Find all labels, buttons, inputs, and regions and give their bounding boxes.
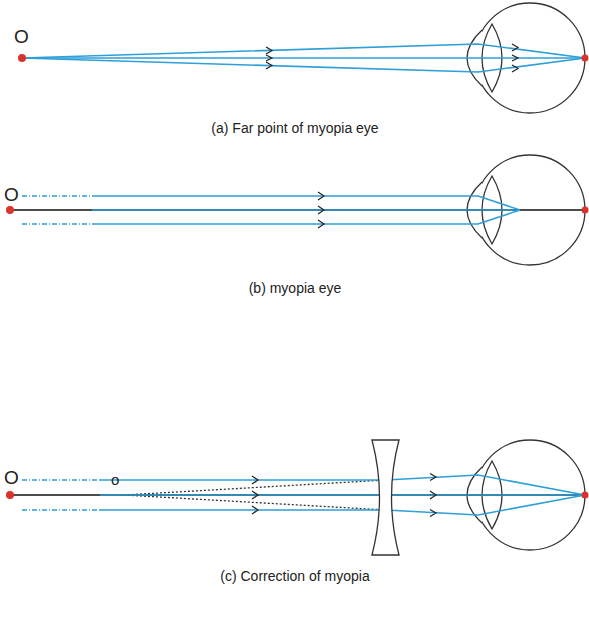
object-point bbox=[18, 54, 26, 62]
ray-extension bbox=[22, 509, 100, 511]
light-ray bbox=[92, 210, 520, 224]
light-ray bbox=[100, 494, 585, 496]
object-point bbox=[6, 206, 14, 214]
direction-arrow bbox=[512, 44, 518, 72]
panel-caption: (b) myopia eye bbox=[249, 280, 342, 296]
point-label: O bbox=[4, 184, 19, 206]
optical-axis bbox=[10, 209, 585, 211]
direction-arrow bbox=[266, 47, 272, 69]
optical-axis bbox=[10, 494, 585, 496]
panel-caption: (a) Far point of myopia eye bbox=[211, 120, 378, 136]
direction-arrow bbox=[318, 192, 324, 228]
light-ray bbox=[100, 475, 585, 495]
concave-lens bbox=[372, 440, 399, 555]
ray-extension bbox=[22, 195, 92, 197]
object-point bbox=[6, 491, 14, 499]
point-label: O bbox=[14, 26, 29, 48]
ray-extension bbox=[22, 479, 100, 481]
panel-caption: (c) Correction of myopia bbox=[220, 568, 369, 584]
retina-point bbox=[582, 55, 589, 62]
retina-point bbox=[582, 207, 589, 214]
retina-point bbox=[582, 492, 589, 499]
correction-panel bbox=[6, 440, 589, 555]
direction-arrow bbox=[430, 474, 436, 517]
light-ray bbox=[92, 196, 520, 210]
myopia-panel bbox=[6, 155, 589, 265]
image-point-label: o bbox=[111, 471, 119, 488]
point-label: O bbox=[4, 467, 19, 489]
far-point-panel bbox=[18, 3, 589, 113]
ray-extension bbox=[22, 223, 92, 225]
light-ray bbox=[100, 495, 585, 515]
light-ray bbox=[22, 44, 585, 58]
direction-arrow bbox=[252, 476, 258, 514]
light-ray bbox=[22, 58, 585, 72]
light-ray bbox=[92, 209, 520, 211]
light-ray bbox=[22, 57, 585, 59]
